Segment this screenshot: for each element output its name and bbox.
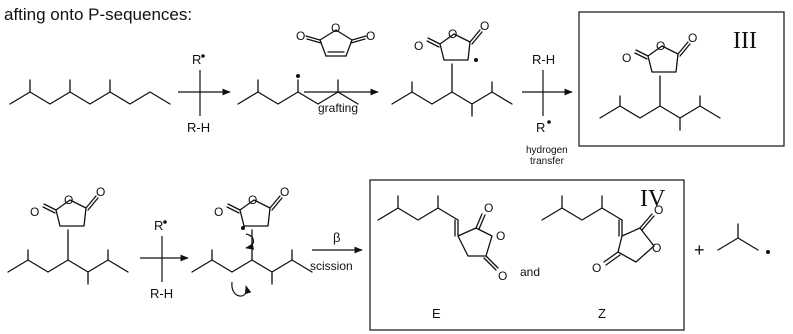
grafting-arrow: grafting bbox=[304, 88, 379, 115]
oxygen-atom: O bbox=[280, 185, 289, 199]
polypropylene-chain-start bbox=[9, 79, 171, 105]
oxygen-atom: O bbox=[214, 205, 223, 219]
reagent-radical: R bbox=[536, 120, 545, 135]
grafting-label: grafting bbox=[318, 101, 358, 115]
oxygen-atom: O bbox=[331, 21, 340, 35]
beta-scission-arrow: β scission bbox=[310, 230, 363, 273]
scission-label: scission bbox=[310, 259, 353, 273]
h-abstraction-arrow-1: R R-H bbox=[178, 52, 231, 135]
reagent-rh: R-H bbox=[187, 120, 210, 135]
radical-dot bbox=[241, 226, 245, 230]
oxygen-atom: O bbox=[296, 29, 305, 43]
isomer-label-e: E bbox=[432, 306, 441, 321]
oxygen-atom: O bbox=[64, 193, 73, 207]
e-isomer: O O O E bbox=[377, 195, 507, 321]
reagent-radical: R bbox=[154, 218, 163, 233]
radical-dot bbox=[201, 54, 205, 58]
hydrogen-transfer-arrow: R-H R hydrogen transfer bbox=[522, 52, 573, 167]
reagent-rh: R-H bbox=[532, 52, 555, 67]
oxygen-atom: O bbox=[652, 241, 661, 255]
oxygen-atom: O bbox=[688, 31, 697, 45]
oxygen-atom: O bbox=[622, 51, 631, 65]
oxygen-atom: O bbox=[480, 19, 489, 33]
oxygen-atom: O bbox=[366, 29, 375, 43]
oxygen-atom: O bbox=[448, 27, 457, 41]
z-isomer: O O O Z bbox=[541, 195, 663, 321]
product-iv-box: O O O E and O O O Z IV bbox=[369, 179, 685, 331]
product-label-iii: III bbox=[733, 28, 757, 54]
maleic-anhydride: O O O bbox=[296, 21, 375, 57]
radical-dot bbox=[766, 250, 770, 254]
hydrogen-transfer-label: transfer bbox=[530, 156, 565, 167]
oxygen-atom: O bbox=[248, 193, 257, 207]
oxygen-atom: O bbox=[498, 269, 507, 283]
radical-dot bbox=[547, 120, 551, 124]
radical-dot bbox=[474, 58, 478, 62]
h-abstraction-arrow-2: R R-H bbox=[140, 218, 189, 301]
curved-arrow-icon bbox=[231, 281, 252, 297]
plus-sign: + bbox=[694, 240, 705, 260]
isopropyl-radical bbox=[717, 223, 770, 254]
beta-symbol: β bbox=[333, 230, 340, 245]
oxygen-atom: O bbox=[96, 185, 105, 199]
grafted-chain-row2: O O O bbox=[7, 185, 129, 285]
product-iii-box: O O O III bbox=[578, 11, 785, 147]
oxygen-atom: O bbox=[484, 201, 493, 215]
oxygen-atom: O bbox=[592, 261, 601, 275]
product-label-iv: IV bbox=[640, 186, 666, 212]
curved-arrow-icon bbox=[245, 233, 255, 250]
oxygen-atom: O bbox=[656, 39, 665, 53]
isomer-label-z: Z bbox=[598, 306, 606, 321]
radical-intermediate: O O O bbox=[191, 185, 313, 297]
oxygen-atom: O bbox=[496, 229, 505, 243]
oxygen-atom: O bbox=[654, 203, 663, 217]
radical-dot bbox=[296, 74, 300, 78]
oxygen-atom: O bbox=[414, 39, 423, 53]
reagent-radical: R bbox=[192, 52, 201, 67]
grafted-radical-chain: O O O bbox=[391, 19, 513, 117]
oxygen-atom: O bbox=[30, 205, 39, 219]
scheme-heading: afting onto P-sequences: bbox=[4, 5, 192, 24]
radical-dot bbox=[163, 220, 167, 224]
hydrogen-transfer-label: hydrogen bbox=[526, 145, 568, 156]
and-label: and bbox=[520, 265, 540, 279]
reagent-rh: R-H bbox=[150, 286, 173, 301]
tertiary-radical-chain bbox=[237, 74, 359, 105]
